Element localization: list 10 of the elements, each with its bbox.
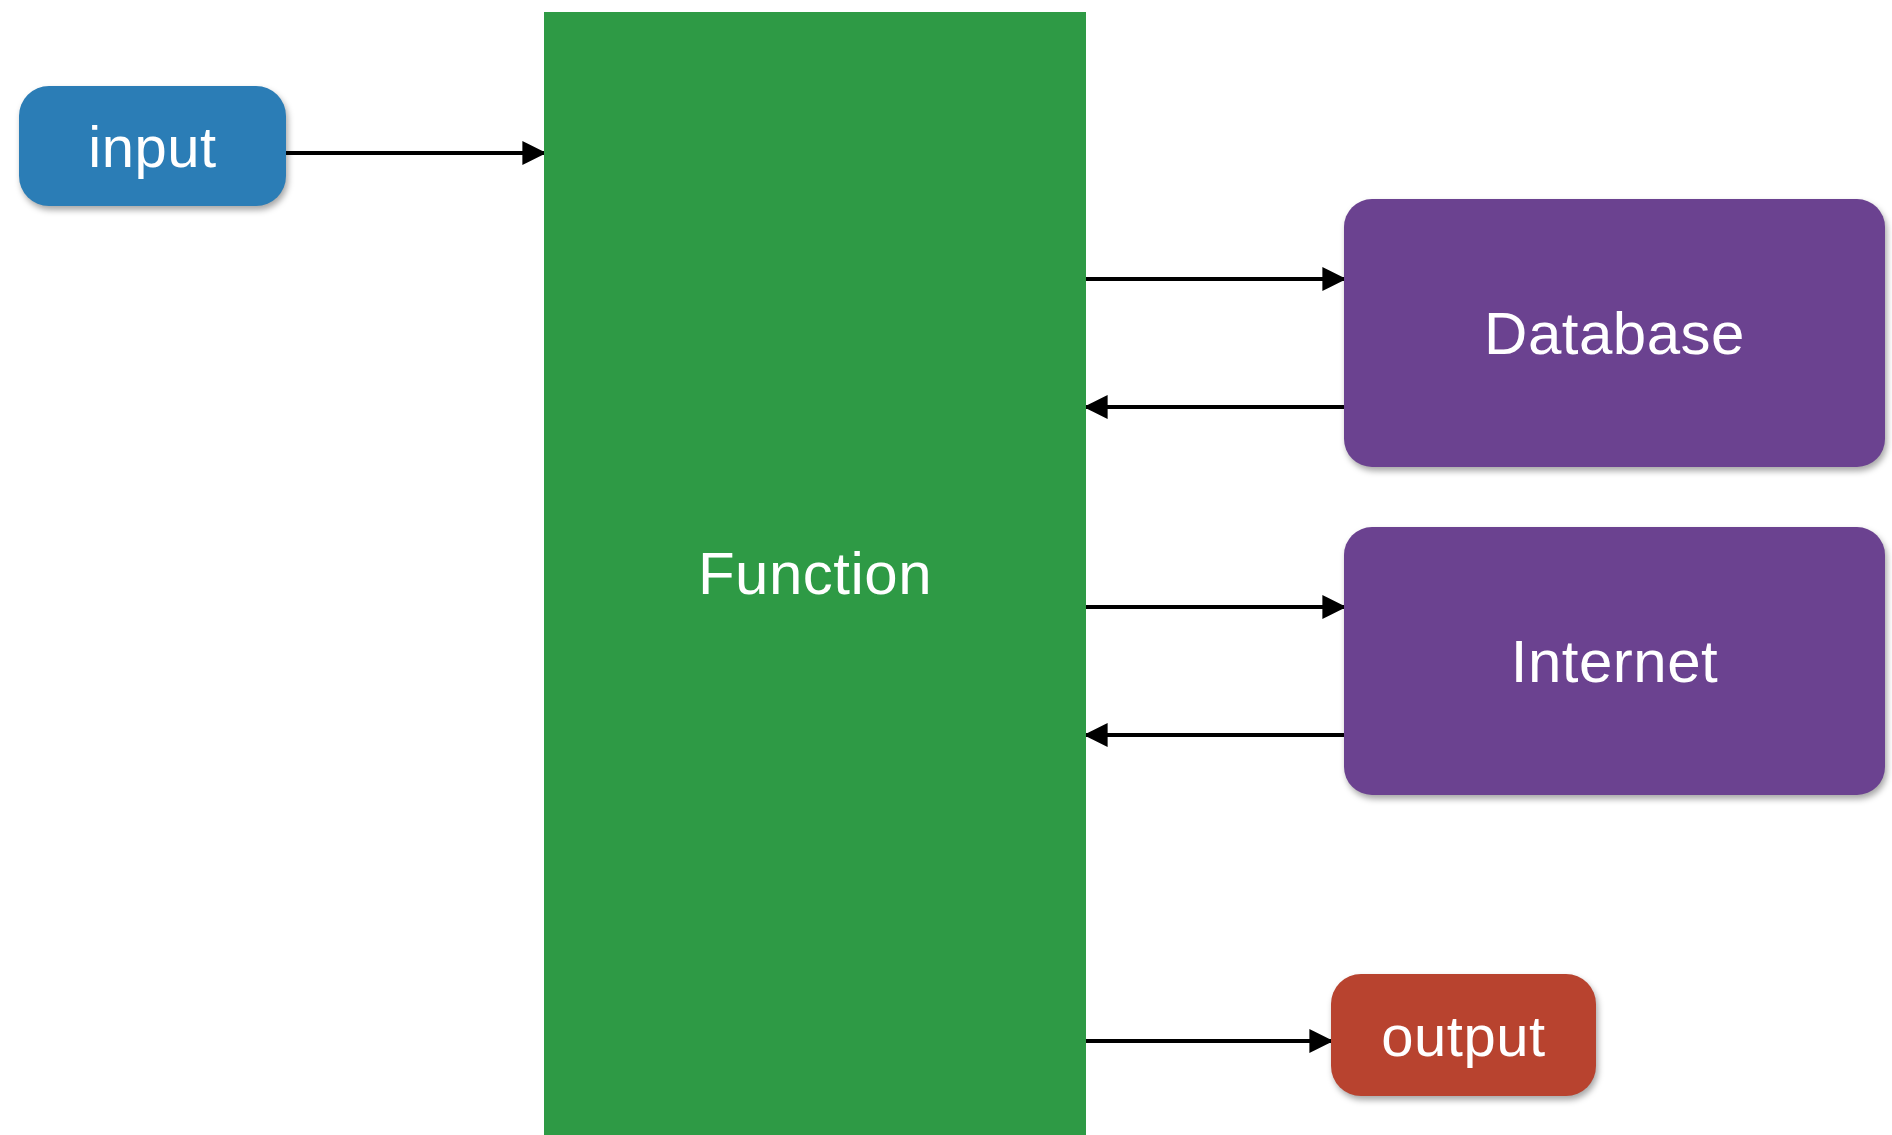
output-box	[1331, 974, 1596, 1096]
resource-box	[1344, 527, 1885, 795]
node-label: Database	[1484, 298, 1745, 368]
process-box	[544, 12, 1086, 1135]
node-label: Internet	[1510, 626, 1719, 696]
resource-box	[1344, 199, 1885, 467]
node-label: input	[88, 112, 217, 180]
node-label: Function	[697, 539, 933, 608]
input-box	[19, 86, 286, 206]
node-label: output	[1381, 1001, 1546, 1069]
